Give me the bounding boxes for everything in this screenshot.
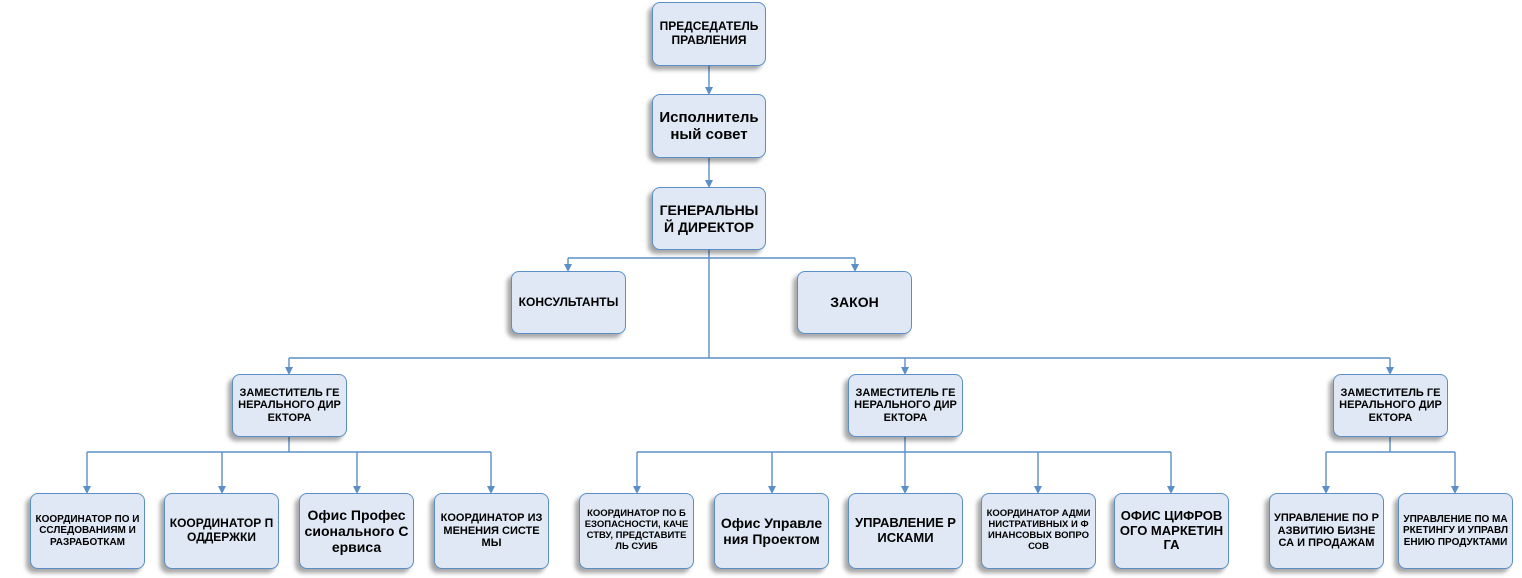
admin-finance-coordinator-box: КООРДИНАТОР АДМИНИСТРАТИВНЫХ И ФИНАНСОВЫ… xyxy=(981,493,1096,569)
digital-marketing-office-box: ОФИС ЦИФРОВОГО МАРКЕТИНГА xyxy=(1114,493,1229,569)
consultants-box: КОНСУЛЬТАНТЫ xyxy=(511,271,626,334)
executive-council-box: Исполнительный совет xyxy=(652,94,766,158)
law-box: ЗАКОН xyxy=(797,271,912,334)
chairman-box: ПРЕДСЕДАТЕЛЬ ПРАВЛЕНИЯ xyxy=(652,2,766,66)
professional-service-office-box: Офис Профессиональ­ного Сервиса xyxy=(299,493,414,569)
support-coordinator-box: КООРДИНАТОР ПОДДЕРЖКИ xyxy=(164,493,279,569)
rnd-coordinator-box: КООРДИНАТОР ПО ИССЛЕДОВАНИЯМ И РАЗРАБОТК… xyxy=(30,493,145,569)
deputy-director-right-box: ЗАМЕСТИТЕЛЬ ГЕНЕРАЛЬНОГО ДИРЕКТОРА xyxy=(1333,374,1448,437)
risk-management-box: УПРАВЛЕНИЕ РИСКАМИ xyxy=(848,493,963,569)
marketing-products-box: УПРАВЛЕНИЕ ПО МАРКЕТИНГУ И УПРАВЛЕНИЮ ПР… xyxy=(1398,493,1513,569)
security-quality-coordinator-box: КООРДИНАТОР ПО БЕЗОПАСНОСТИ, КАЧЕСТВУ, П… xyxy=(579,493,694,569)
project-management-office-box: Офис Управления Проектом xyxy=(714,493,829,569)
system-change-coordinator-box: КООРДИНАТОР ИЗМЕНЕНИЯ СИСТЕМЫ xyxy=(434,493,549,569)
deputy-director-left-box: ЗАМЕСТИТЕЛЬ ГЕНЕРАЛЬНОГО ДИРЕКТОРА xyxy=(232,374,347,437)
business-development-box: УПРАВЛЕНИЕ ПО РАЗВИТИЮ БИЗНЕСА И ПРОДАЖА… xyxy=(1269,493,1384,569)
ceo-box: ГЕНЕРАЛЬНЫЙ ДИРЕКТОР xyxy=(652,187,766,250)
deputy-director-center-box: ЗАМЕСТИТЕЛЬ ГЕНЕРАЛЬНОГО ДИРЕКТОРА xyxy=(848,374,963,437)
